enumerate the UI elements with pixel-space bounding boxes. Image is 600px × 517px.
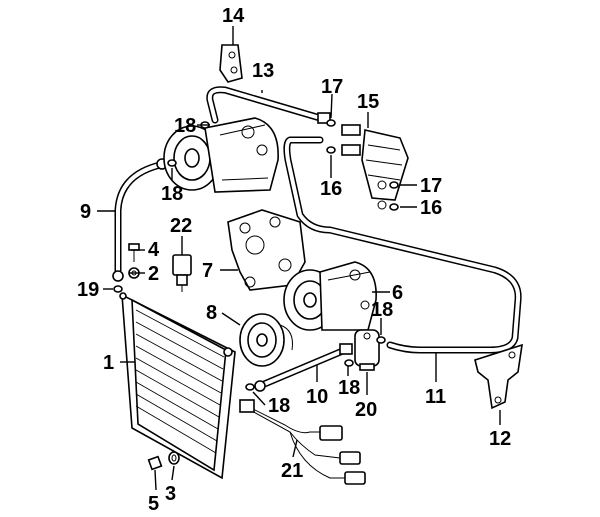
- callout-10: 10: [306, 386, 328, 408]
- callout-17-lower: 17: [420, 175, 442, 197]
- callout-4: 4: [148, 239, 160, 261]
- o-ring-18d: [344, 359, 354, 367]
- leader-lines: [97, 26, 501, 491]
- o-ring-18e: [245, 383, 255, 391]
- suction-line: [206, 86, 331, 124]
- o-ring-17b: [389, 181, 399, 189]
- callout-13: 13: [252, 60, 274, 82]
- callout-14: 14: [222, 5, 245, 27]
- line-bracket: [219, 44, 243, 83]
- screw: [147, 455, 163, 471]
- manifold-assembly: [341, 124, 409, 210]
- o-ring-18b: [167, 159, 177, 167]
- callout-20: 20: [355, 399, 377, 421]
- pressure-switch: [172, 254, 192, 292]
- callout-8: 8: [206, 302, 217, 324]
- callout-6: 6: [392, 282, 403, 304]
- compressor-assembly-upper: [163, 117, 279, 193]
- callout-11: 11: [425, 386, 446, 408]
- compressor: [283, 261, 377, 331]
- callout-18-drier-bottom: 18: [338, 377, 360, 399]
- receiver-drier: [354, 329, 380, 371]
- callout-15: 15: [357, 91, 379, 113]
- callout-19: 19: [77, 279, 99, 301]
- callout-2: 2: [148, 263, 159, 285]
- callout-labels: 1 2 3 4 5 6 7 8 9 10 11 12 13 14 15 16 1…: [77, 5, 511, 515]
- callout-22: 22: [170, 215, 192, 237]
- callout-17-upper: 17: [321, 76, 343, 98]
- clutch-assembly: [239, 313, 293, 367]
- callout-21: 21: [281, 460, 303, 482]
- compressor-mounting-bracket: [227, 209, 306, 291]
- callout-7: 7: [202, 260, 213, 282]
- drier-hose: [254, 343, 353, 392]
- grommet: [168, 451, 180, 465]
- o-ring-18c: [376, 336, 386, 344]
- callout-18-drier-top: 18: [371, 299, 393, 321]
- condenser: [119, 292, 236, 480]
- line-support-bracket: [474, 343, 523, 410]
- callout-3: 3: [165, 483, 176, 505]
- wiring-harness: [239, 399, 366, 485]
- callout-12: 12: [489, 428, 511, 450]
- callout-9: 9: [80, 201, 91, 223]
- callout-5: 5: [148, 493, 159, 515]
- callout-16-lower: 16: [420, 197, 442, 219]
- discharge-hose: [112, 158, 168, 282]
- callout-18-left: 18: [161, 183, 183, 205]
- callout-16-upper: 16: [320, 178, 342, 200]
- o-rings: [167, 119, 399, 391]
- o-ring-16b: [389, 203, 399, 211]
- callout-1: 1: [103, 352, 114, 374]
- o-ring-19: [113, 285, 123, 293]
- callout-18-hose: 18: [268, 395, 290, 417]
- liquid-line: [283, 136, 522, 354]
- o-ring-16a: [326, 146, 336, 154]
- bolt: [128, 243, 140, 262]
- o-ring-17a: [326, 119, 336, 127]
- callout-18-top: 18: [174, 115, 196, 137]
